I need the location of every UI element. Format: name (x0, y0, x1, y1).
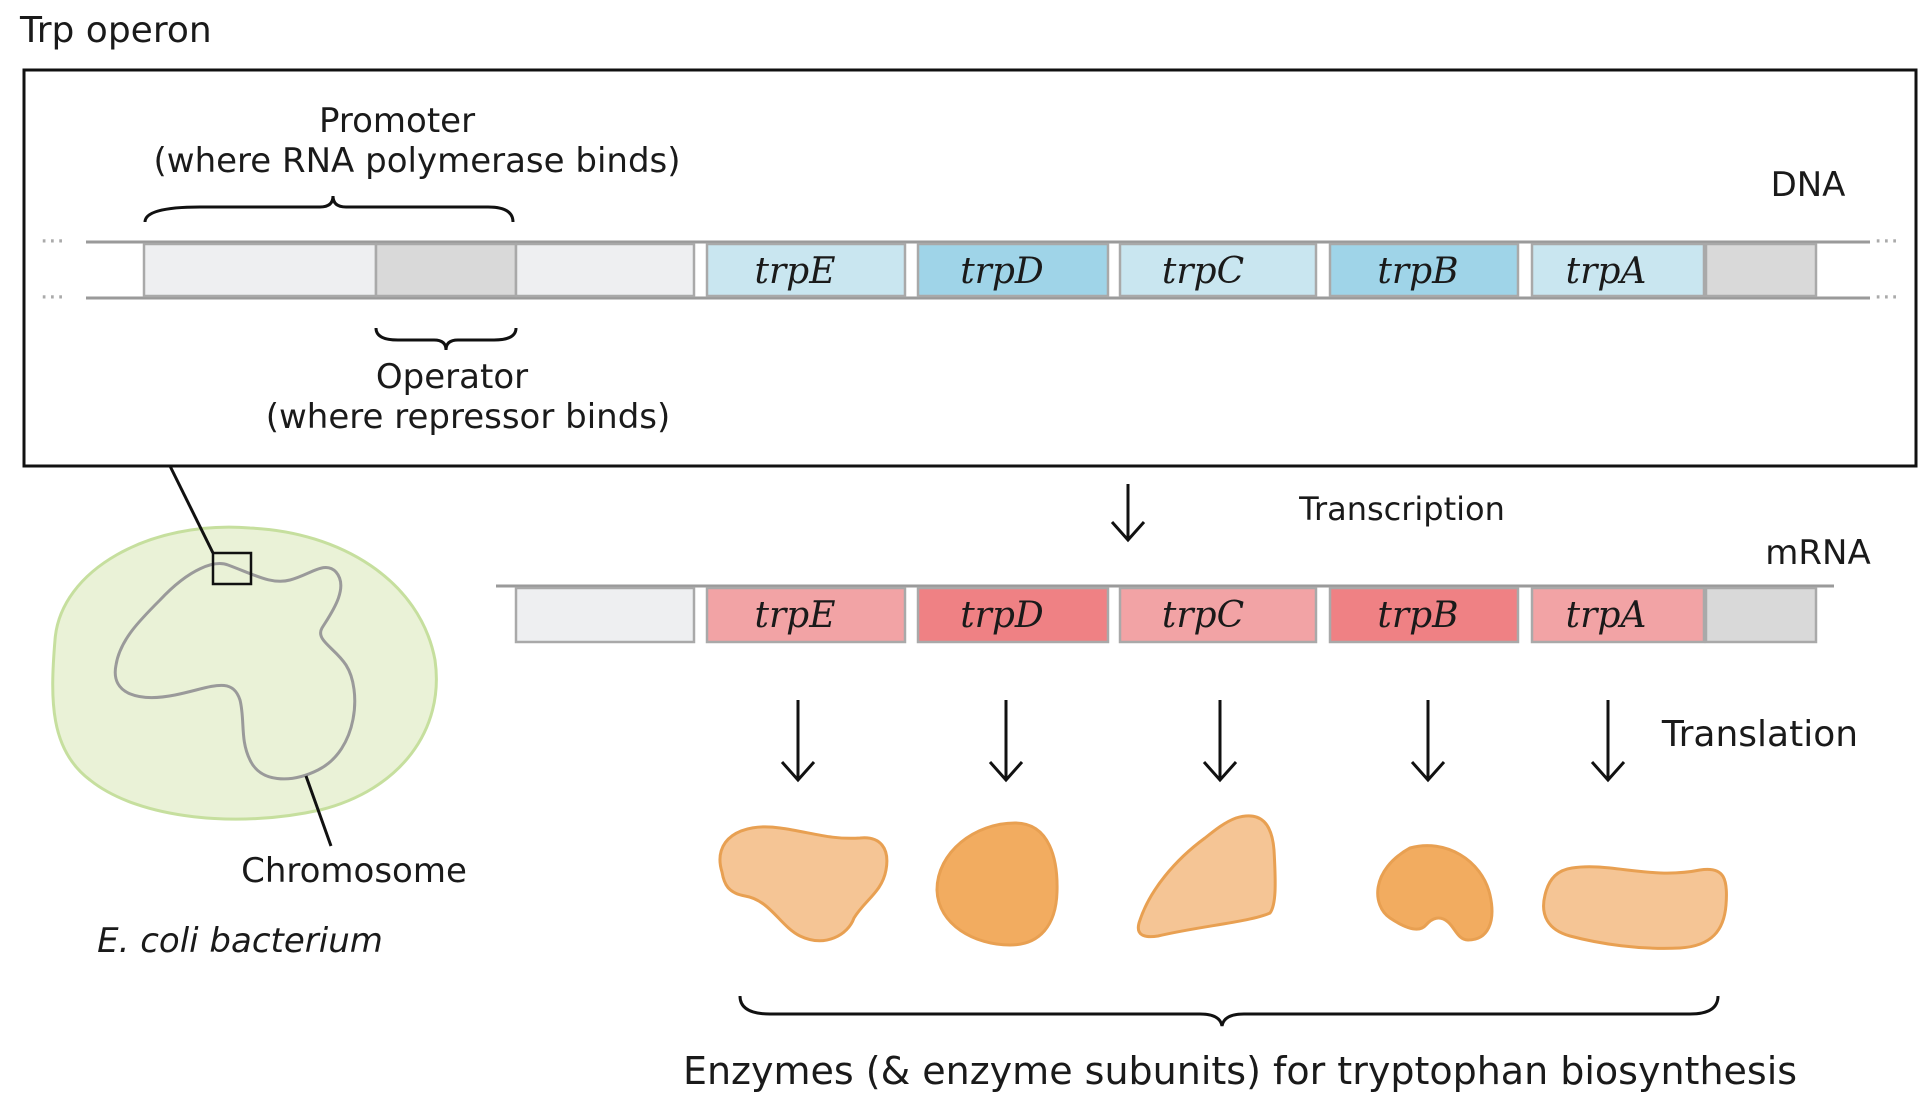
enzyme-trpD (935, 821, 1059, 947)
dna-trailer-region (1704, 242, 1818, 298)
promoter-note: (where RNA polymerase binds) (154, 141, 681, 181)
translation-label: Translation (1661, 714, 1858, 755)
translation-arrow-trpC (1202, 700, 1238, 783)
enzyme-trpE (718, 825, 889, 943)
promoter-label: Promoter (319, 101, 475, 141)
enzyme-trpC (1136, 814, 1277, 939)
transcription-label: Transcription (1298, 490, 1505, 528)
svg-text:···: ··· (40, 227, 65, 257)
ecoli-cell (51, 525, 438, 821)
translation-arrow-trpB (1410, 700, 1446, 783)
enzyme-trpB (1376, 844, 1494, 942)
mrna-gene-trpE (705, 586, 907, 644)
dna-gene-trpD (916, 242, 1110, 298)
operator-brace (374, 327, 518, 351)
svg-text:···: ··· (40, 283, 65, 313)
bacterium-label: E. coli bacterium (97, 921, 383, 961)
chromosome-pointer-line (304, 775, 333, 847)
dna-gene-label-trpA: trpA (1566, 251, 1647, 292)
dna-gene-label-trpE: trpE (755, 251, 836, 292)
promoter-brace (143, 195, 515, 223)
enzymes-brace (738, 995, 1720, 1027)
mrna-gene-trpC (1118, 586, 1318, 644)
operator-label: Operator (376, 357, 528, 397)
mrna-label: mRNA (1765, 533, 1870, 573)
zoom-box (22, 68, 1918, 468)
operator-note: (where repressor binds) (266, 397, 671, 437)
zoom-connector-line (168, 465, 215, 554)
mrna-gene-label-trpD: trpD (960, 595, 1044, 636)
dna-strand: ··· ··· ··· ··· (40, 227, 1899, 313)
transcription-arrow (1110, 484, 1146, 543)
diagram-title: Trp operon (19, 10, 212, 51)
dna-gene-label-trpD: trpD (960, 251, 1044, 292)
translation-arrow-trpE (780, 700, 816, 783)
mrna-leader-region (514, 586, 696, 644)
mrna-gene-trpA (1530, 586, 1706, 644)
mrna-gene-label-trpB: trpB (1377, 595, 1458, 636)
mrna-trailer-region (1704, 586, 1818, 644)
mrna-gene-label-trpE: trpE (755, 595, 836, 636)
mrna-gene-label-trpC: trpC (1162, 595, 1244, 636)
mrna-gene-trpB (1328, 586, 1520, 644)
translation-arrow-trpA (1590, 700, 1626, 783)
chromosome-label: Chromosome (241, 851, 467, 891)
dna-gene-trpA (1530, 242, 1706, 298)
svg-text:···: ··· (1874, 227, 1899, 257)
dna-gene-trpC (1118, 242, 1318, 298)
enzymes-label: Enzymes (& enzyme subunits) for tryptoph… (683, 1049, 1797, 1093)
leader-region (514, 242, 696, 298)
translation-arrow-trpD (988, 700, 1024, 783)
svg-text:···: ··· (1874, 283, 1899, 313)
dna-gene-trpE (705, 242, 907, 298)
chromosome-zoom-marker (211, 551, 253, 586)
dna-label: DNA (1771, 165, 1846, 205)
dna-gene-trpB (1328, 242, 1520, 298)
dna-gene-label-trpC: trpC (1162, 251, 1244, 292)
chromosome-loop (113, 562, 357, 781)
promoter-region (142, 242, 378, 298)
mrna-gene-trpD (916, 586, 1110, 644)
enzyme-trpA (1542, 865, 1728, 950)
operator-region (374, 242, 518, 298)
dna-gene-label-trpB: trpB (1377, 251, 1458, 292)
mrna-gene-label-trpA: trpA (1566, 595, 1647, 636)
